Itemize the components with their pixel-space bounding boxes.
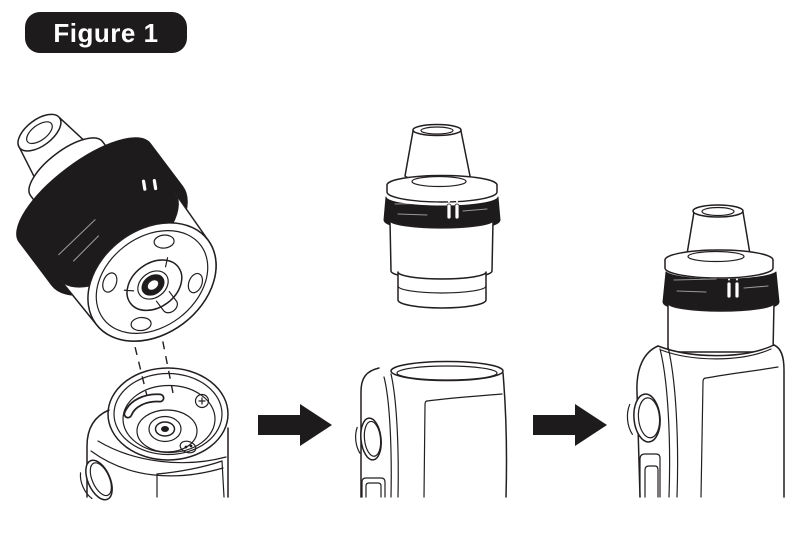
step1-tank-detached-illustration <box>16 113 229 501</box>
connector-plate <box>136 409 198 453</box>
tank-upright <box>383 123 501 309</box>
tank-base <box>397 271 487 309</box>
step2-tank-aligned-illustration <box>355 123 508 498</box>
tank-attached <box>662 204 780 353</box>
arrow-right-icon <box>258 404 332 446</box>
fire-button <box>626 393 661 443</box>
figure-label-text: Figure 1 <box>53 17 159 48</box>
contact-port <box>179 440 197 454</box>
base-connector-boss <box>126 259 183 312</box>
step3-assembled-device-illustration <box>626 204 785 498</box>
fire-button <box>79 459 113 501</box>
figure-label-badge: Figure 1 <box>25 12 187 53</box>
mod-attached <box>626 344 785 498</box>
usb-port <box>639 453 661 498</box>
arrow-right-icon <box>533 404 607 446</box>
mod-upright <box>355 359 508 498</box>
alignment-dashed-lines <box>127 311 174 397</box>
mod-top-rim <box>657 344 775 357</box>
front-panel-edge <box>156 460 223 475</box>
usb-port <box>361 477 386 498</box>
fire-button <box>355 417 382 461</box>
mod-top-view <box>79 367 229 501</box>
screw <box>194 393 210 409</box>
tank-tilted-bottom-view <box>16 113 217 342</box>
